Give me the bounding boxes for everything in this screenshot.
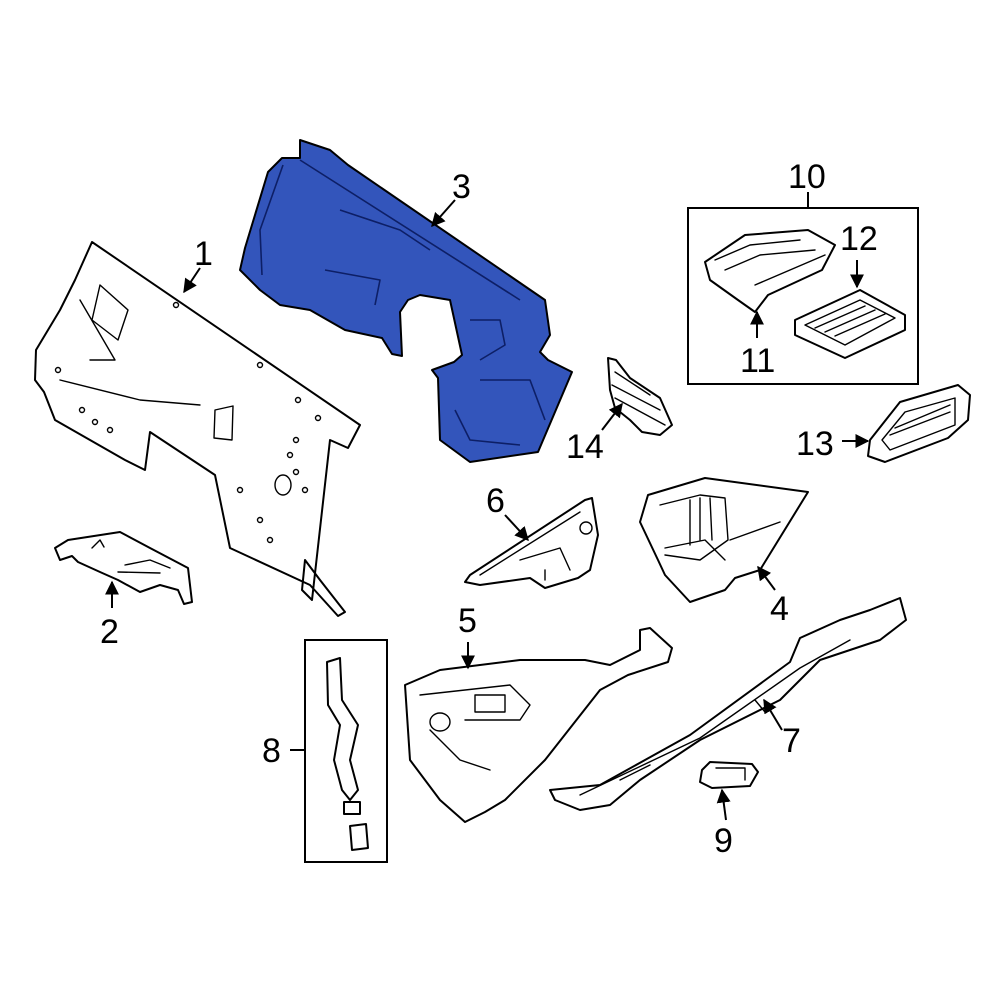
callout-1: 1: [194, 235, 213, 273]
part-13-grille[interactable]: [867, 384, 971, 463]
part-9-clip[interactable]: [699, 761, 759, 789]
callouts: 1 2 3 4 5 6 7 8 9 10 11 12 13 14: [100, 158, 878, 860]
callout-13: 13: [796, 425, 834, 463]
part-8-hose[interactable]: [326, 657, 369, 851]
part-6-brace[interactable]: [464, 497, 599, 589]
callout-7: 7: [782, 722, 801, 760]
leader-3: [431, 199, 456, 228]
callout-8: 8: [262, 732, 281, 770]
callout-3: 3: [452, 168, 471, 206]
callout-14: 14: [566, 428, 604, 466]
callout-5: 5: [458, 602, 477, 640]
part-11-filter-housing[interactable]: [704, 229, 836, 313]
callout-4: 4: [770, 590, 789, 628]
callout-10: 10: [788, 158, 826, 196]
leaders: [105, 192, 870, 821]
part-7-rail[interactable]: [549, 597, 907, 811]
callout-6: 6: [486, 482, 505, 520]
part-4-housing[interactable]: [639, 477, 809, 603]
part-3-dash-insulator[interactable]: [239, 139, 573, 463]
leader-1: [183, 267, 201, 294]
callout-12: 12: [840, 220, 878, 258]
callout-2: 2: [100, 613, 119, 651]
part-2-bracket[interactable]: [54, 531, 193, 605]
callout-11: 11: [740, 342, 775, 380]
leader-14: [601, 402, 623, 431]
part-14-duct[interactable]: [607, 357, 673, 436]
leader-6: [504, 514, 529, 542]
highlight-fill: [239, 139, 573, 463]
leader-4: [757, 565, 776, 591]
leader-7: [763, 698, 783, 731]
leader-9: [716, 788, 731, 821]
part-1-dash-panel[interactable]: [34, 241, 361, 617]
part-12-filter[interactable]: [794, 289, 906, 359]
part-5-side-panel[interactable]: [404, 627, 673, 823]
callout-9: 9: [714, 822, 733, 860]
group-10-box: [687, 207, 919, 385]
